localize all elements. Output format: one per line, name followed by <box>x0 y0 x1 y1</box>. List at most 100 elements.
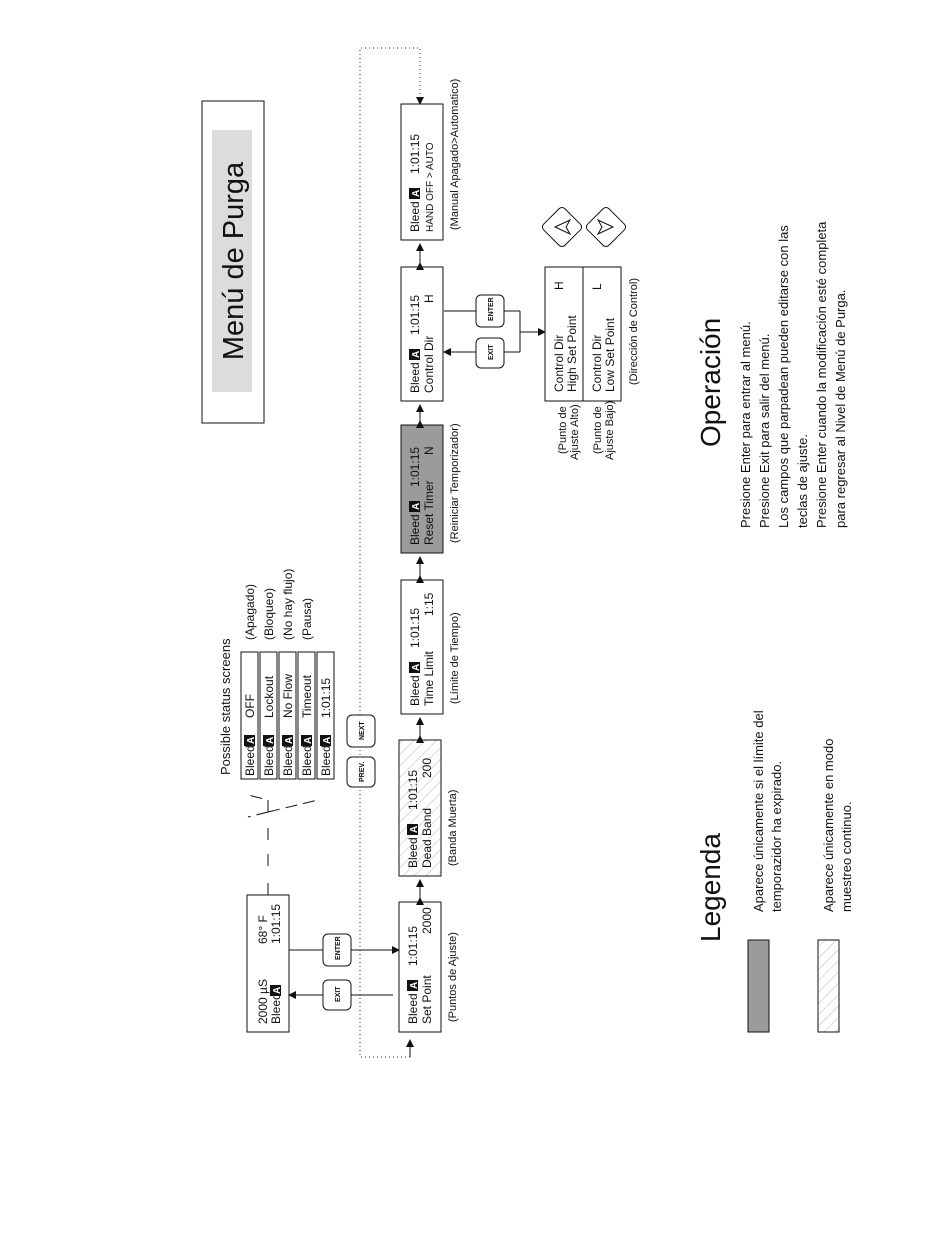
menu-badge: A <box>409 826 420 833</box>
page-title: Menú de Purga <box>218 161 250 360</box>
exit-key[interactable] <box>322 979 352 1011</box>
menu-value: 1:15 <box>422 592 436 616</box>
status-screen-box <box>278 651 297 780</box>
menu-line1: Bleed <box>406 837 420 868</box>
cd-high-line2: High Set Point <box>565 315 579 392</box>
enter-key[interactable] <box>322 933 352 967</box>
cd-low-note1: (Punto de <box>592 406 604 454</box>
status-label: Bleed <box>262 745 276 776</box>
enter-key-label: ENTER <box>335 936 342 960</box>
status-badge: A <box>246 737 257 744</box>
initial-line2b: 1:01:15 <box>269 904 283 944</box>
menu-badge-bg <box>407 980 418 991</box>
operation-line: Los campos que parpadean pueden editarse… <box>776 225 791 528</box>
status-screens: BleedAOFF(Apagado)BleedALockout(Bloqueo)… <box>240 569 335 780</box>
status-label: Bleed <box>243 745 257 776</box>
operation-line: Presione Enter cuando la modificación es… <box>814 221 829 528</box>
status-screen-box <box>240 651 259 780</box>
operation-line: Presione Exit para salir del menú. <box>757 334 772 528</box>
menu-line1: Bleed <box>408 514 422 545</box>
initial-line2a: Bleed <box>269 993 283 1024</box>
cd-high-note1: (Punto de <box>557 406 569 454</box>
menu-screen-box <box>400 424 444 554</box>
status-value: OFF <box>243 694 257 718</box>
cd-caption: (Dirección de Control) <box>628 278 640 385</box>
menu-badge-bg <box>409 188 420 199</box>
menu-param: Set Point <box>420 975 434 1024</box>
menu-value: 200 <box>420 758 434 778</box>
cd-low-value: L <box>590 283 604 290</box>
status-value: Timeout <box>300 674 314 718</box>
next-key[interactable] <box>346 714 376 748</box>
menu-param: Dead Band <box>420 808 434 868</box>
status-value: 1:01:15 <box>319 678 333 718</box>
cd-exit-key[interactable] <box>475 337 505 369</box>
status-label: Bleed <box>281 745 295 776</box>
menu-param: Time Limit <box>422 650 436 706</box>
status-label: Bleed <box>319 745 333 776</box>
next-key-label: NEXT <box>359 721 366 740</box>
status-value: Lockout <box>262 675 276 718</box>
status-label: Bleed <box>300 745 314 776</box>
menu-time: 1:01:15 <box>408 295 422 335</box>
menu-caption: (Límite de Tiempo) <box>449 612 461 704</box>
status-note: (Apagado) <box>243 584 257 640</box>
operation-line: para regresar al Nivel de Menú de Purga. <box>833 290 848 528</box>
menu-screen-box <box>400 579 444 715</box>
menu-badge-bg <box>409 501 420 512</box>
status-badge: A <box>284 737 295 744</box>
menu-line1: Bleed <box>408 362 422 393</box>
down-arrow-key[interactable] <box>585 206 627 248</box>
cd-low-line2: Low Set Point <box>603 317 617 392</box>
cd-enter-key-label: ENTER <box>488 297 495 321</box>
menu-badge-bg <box>409 662 420 673</box>
status-badge-bg <box>301 735 312 746</box>
status-badge-bg <box>244 735 255 746</box>
menu-line1: Bleed <box>406 993 420 1024</box>
prev-key[interactable] <box>346 756 376 788</box>
cd-high-line1: Control Dir <box>552 335 566 392</box>
operation-title: Operación <box>695 318 726 447</box>
menu-badge: A <box>411 190 422 197</box>
cd-high-note2: Ajuste Alto) <box>569 404 581 460</box>
prev-key-label: PREV. <box>359 762 366 782</box>
status-badge-bg <box>320 735 331 746</box>
operation-line: teclas de ajuste. <box>795 434 810 528</box>
down-arrow-icon <box>596 218 615 236</box>
menu-caption: (Puntos de Ajuste) <box>447 932 459 1022</box>
initial-badge-bg <box>270 985 281 996</box>
cd-low-line1: Control Dir <box>590 335 604 392</box>
menu-time: 1:01:15 <box>408 608 422 648</box>
menu-line1: Bleed <box>408 201 422 232</box>
status-connector <box>247 794 269 895</box>
status-note: (Pausa) <box>300 598 314 640</box>
cd-exit-key-label: EXIT <box>488 344 495 360</box>
menu-time: 1:01:15 <box>406 926 420 966</box>
legend-swatch-hatch <box>817 939 840 1033</box>
legend-item2-line1: Aparece únicamente en modo <box>821 739 836 912</box>
operation-text: Presione Enter para entrar al menú. Presi… <box>738 221 848 528</box>
status-note: (Bloqueo) <box>262 588 276 640</box>
menu-caption: (Banda Muerta) <box>447 790 459 866</box>
status-screen-box <box>297 651 316 780</box>
menu-param: Reset Timer <box>422 480 436 545</box>
menu-value: H <box>422 294 436 303</box>
status-badge-bg <box>282 735 293 746</box>
status-badge: A <box>322 737 333 744</box>
menu-caption: (Reiniciar Temporizador) <box>449 423 461 543</box>
menu-badge: A <box>411 503 422 510</box>
cd-enter-key[interactable] <box>475 294 505 328</box>
status-screen-box <box>316 651 335 780</box>
up-arrow-key[interactable] <box>541 206 583 248</box>
operation-line: Presione Enter para entrar al menú. <box>738 321 753 528</box>
menu-screen-box <box>400 103 444 241</box>
